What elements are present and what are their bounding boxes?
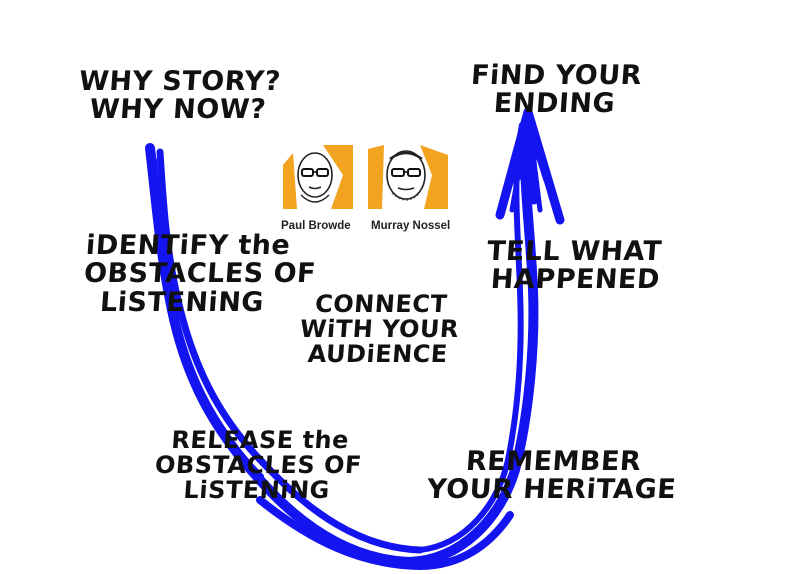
label-find-ending: FiND YOUR ENDING	[468, 60, 643, 120]
portrait-paul-browde	[283, 145, 353, 209]
label-tell-what-happened: TELL WHAT HAPPENED	[484, 236, 663, 296]
label-release-obstacles: RELEASE the OBSTACLES OF LiSTENiNG	[152, 426, 364, 505]
label-connect-audience: CONNECT WiTH YOUR AUDiENCE	[297, 290, 461, 369]
label-release-line-2: OBSTACLES OF	[154, 451, 363, 480]
label-why-story-line-1: WHY STORY?	[77, 66, 282, 97]
label-identify-line-2: OBSTACLES OF	[82, 258, 318, 290]
arc-strand-right-inner	[417, 122, 525, 553]
arc-strand-right-outer	[405, 113, 539, 567]
portrait-accent-shape	[323, 145, 353, 209]
label-release-line-1: RELEASE the	[170, 426, 350, 454]
label-identify-line-1: iDENTiFY the	[84, 230, 292, 261]
label-find-ending-line-1: FiND YOUR	[469, 60, 643, 91]
presenter-name-1: Paul Browde	[281, 220, 351, 232]
label-identify-line-3: LiSTENiNG	[98, 286, 266, 318]
label-identify-obstacles: iDENTiFY the OBSTACLES OF LiSTENiNG	[81, 230, 319, 318]
label-connect-line-1: CONNECT	[314, 290, 449, 318]
portrait-murray-nossel	[368, 145, 448, 209]
label-remember-heritage: REMEMBER YOUR HERiTAGE	[425, 446, 679, 506]
label-connect-line-2: WiTH YOUR	[299, 315, 460, 344]
label-find-ending-line-2: ENDING	[492, 88, 617, 120]
presenter-name-2: Murray Nossel	[371, 220, 451, 232]
arc-strand-left-inner	[156, 148, 424, 554]
arc-strokes	[145, 107, 565, 571]
arc-arrowhead-strand	[509, 127, 543, 213]
label-release-line-3: LiSTENiNG	[182, 476, 331, 505]
label-tell-line-2: HAPPENED	[489, 264, 661, 296]
label-tell-line-1: TELL WHAT	[485, 236, 663, 267]
label-connect-line-3: AUDiENCE	[306, 340, 449, 369]
label-remember-line-2: YOUR HERiTAGE	[425, 474, 678, 506]
label-why-story-line-2: WHY NOW?	[88, 94, 268, 126]
arc-strand-left-thin	[153, 158, 264, 478]
label-remember-line-1: REMEMBER	[464, 446, 643, 477]
label-why-story: WHY STORY? WHY NOW?	[76, 66, 282, 126]
